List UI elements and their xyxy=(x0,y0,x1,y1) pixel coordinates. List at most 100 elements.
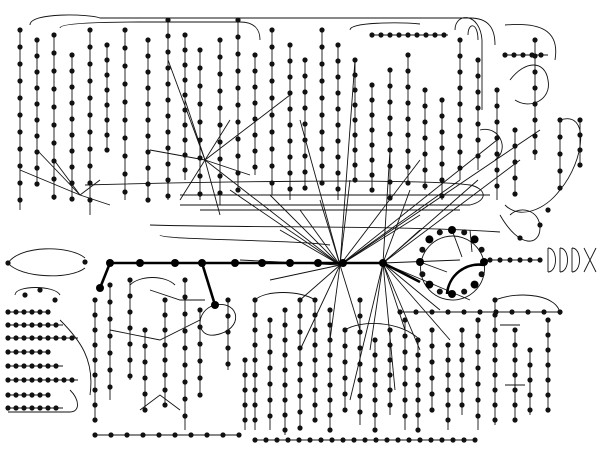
edge xyxy=(583,247,597,273)
node xyxy=(494,103,500,109)
node xyxy=(45,335,51,341)
node xyxy=(384,437,390,443)
node xyxy=(127,325,133,331)
node xyxy=(165,17,171,23)
node xyxy=(475,365,481,371)
node xyxy=(145,101,151,107)
node xyxy=(69,164,75,170)
node xyxy=(387,115,393,121)
node xyxy=(405,164,411,170)
node xyxy=(34,181,40,187)
node xyxy=(512,417,518,423)
node xyxy=(182,396,188,402)
node xyxy=(538,52,544,58)
node xyxy=(475,397,481,403)
node xyxy=(21,335,27,341)
node xyxy=(357,313,363,319)
node xyxy=(235,153,241,159)
node xyxy=(439,161,445,167)
edge xyxy=(129,277,176,286)
node xyxy=(225,313,231,319)
hub-node xyxy=(96,284,104,292)
node xyxy=(220,432,226,438)
node xyxy=(405,132,411,138)
node xyxy=(69,68,75,74)
node xyxy=(297,345,303,351)
node xyxy=(413,309,419,315)
node xyxy=(269,112,275,118)
node xyxy=(145,53,151,59)
node xyxy=(335,170,341,176)
node xyxy=(29,377,35,383)
node xyxy=(297,393,303,399)
node xyxy=(107,299,113,305)
node xyxy=(494,183,500,189)
node xyxy=(369,157,375,163)
node xyxy=(17,129,23,135)
node xyxy=(415,412,421,418)
node xyxy=(145,165,151,171)
node xyxy=(145,117,151,123)
node xyxy=(267,333,273,339)
node xyxy=(87,78,93,84)
edge xyxy=(254,292,316,301)
node xyxy=(319,27,325,33)
node xyxy=(252,148,258,154)
node xyxy=(512,127,518,133)
node xyxy=(357,377,363,383)
node xyxy=(357,297,363,303)
node xyxy=(21,392,27,398)
hub-node xyxy=(286,259,294,267)
edge xyxy=(339,159,421,266)
node xyxy=(53,322,59,328)
node xyxy=(252,357,258,363)
node xyxy=(445,402,451,408)
node xyxy=(235,68,241,74)
node xyxy=(357,345,363,351)
node xyxy=(34,101,40,107)
node xyxy=(429,407,435,413)
node xyxy=(319,163,325,169)
node xyxy=(17,146,23,152)
node xyxy=(107,282,113,288)
node xyxy=(302,185,308,191)
edge xyxy=(382,149,391,264)
node xyxy=(497,257,503,263)
node xyxy=(182,122,188,128)
node xyxy=(445,309,451,315)
node xyxy=(517,235,523,241)
node xyxy=(422,87,428,93)
node xyxy=(17,61,23,67)
node xyxy=(21,363,27,369)
node xyxy=(342,343,348,349)
node xyxy=(267,317,273,323)
node xyxy=(53,405,59,411)
node xyxy=(69,148,75,154)
node xyxy=(13,392,19,398)
node xyxy=(197,83,203,89)
node xyxy=(319,112,325,118)
node xyxy=(122,99,128,105)
node xyxy=(13,405,19,411)
node xyxy=(372,352,378,358)
node xyxy=(457,117,463,123)
node xyxy=(45,377,51,383)
node xyxy=(357,329,363,335)
node xyxy=(335,154,341,160)
node xyxy=(525,309,531,315)
node xyxy=(459,342,465,348)
node xyxy=(165,145,171,151)
node xyxy=(327,337,333,343)
node xyxy=(197,101,203,107)
node xyxy=(51,158,57,164)
node xyxy=(527,377,533,383)
node xyxy=(461,309,467,315)
node xyxy=(37,335,43,341)
node xyxy=(252,297,258,303)
hub-node xyxy=(171,259,179,267)
node xyxy=(545,362,551,368)
node xyxy=(532,101,538,107)
node xyxy=(165,49,171,55)
node xyxy=(182,92,188,98)
pathway-edge xyxy=(98,262,112,289)
